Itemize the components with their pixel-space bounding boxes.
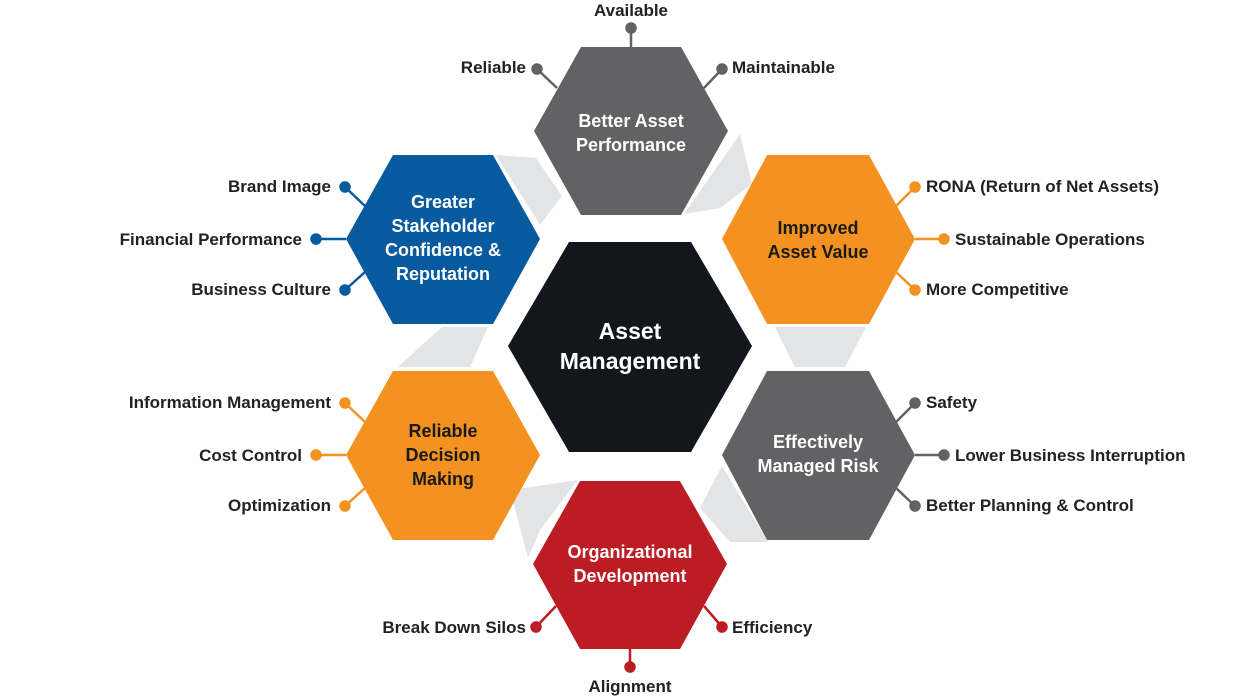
title-line: Making [411,469,474,489]
bullet-dot [339,500,351,512]
label-better-planning-control: Better Planning & Control [926,496,1134,515]
label-efficiency: Efficiency [732,618,813,637]
label-business-culture: Business Culture [191,280,331,299]
value-connectors [895,181,950,296]
risk-connectors [895,397,950,512]
connector-decision-stakeholder [398,327,488,367]
hexagon-reliable-decision-making [346,371,540,540]
connector-value-risk [775,327,866,367]
title-line: Managed Risk [757,456,879,476]
bullet-dot [938,449,950,461]
title-line: Effectively [772,432,864,452]
label-optimization: Optimization [228,496,331,515]
label-cost-control: Cost Control [199,446,302,465]
bullet-dot [909,181,921,193]
bullet-dot [530,621,542,633]
bullet-dot [339,284,351,296]
title-line: Decision [405,445,481,465]
title-line: Organizational [567,542,693,562]
title-line: Asset Value [767,242,869,262]
bullet-dot [909,284,921,296]
title-line: Better Asset [578,111,684,131]
decision-connectors [310,397,366,512]
center-title-line: Asset [598,318,662,344]
label-available: Available [593,1,669,20]
bullet-dot [716,63,728,75]
development-connectors [530,605,728,673]
label-more-competitive: More Competitive [926,280,1069,299]
title-line: Confidence & [384,240,501,260]
bullet-dot [625,22,637,34]
label-sustainable-operations: Sustainable Operations [955,230,1145,249]
label-maintainable: Maintainable [732,58,835,77]
hexagon-organizational-development [533,481,727,649]
connector-performance-value [684,134,752,214]
bullet-dot [909,397,921,409]
performance-connectors [531,22,728,89]
center-hexagon [508,242,752,452]
label-information-management: Information Management [128,393,331,412]
title-line: Performance [575,135,687,155]
hexagon-effectively-managed-risk [722,371,915,540]
bullet-dot [531,63,543,75]
bullet-dot [339,397,351,409]
label-safety: Safety [926,393,978,412]
label-reliable: Reliable [460,58,526,77]
hexagon-better-asset-performance [534,47,728,215]
connector-risk-development [700,466,768,542]
label-lower-business-interruption: Lower Business Interruption [955,446,1186,465]
title-line: Stakeholder [391,216,495,236]
hexagon-greater-stakeholder-confidence [346,155,540,324]
title-line: Development [573,566,687,586]
center-title-line: Management [559,348,701,374]
bullet-dot [909,500,921,512]
title-line: Greater [410,192,476,212]
title-line: Reputation [395,264,490,284]
bullet-dot [624,661,636,673]
label-brand-image: Brand Image [228,177,331,196]
title-line: Reliable [408,421,478,441]
bullet-dot [339,181,351,193]
label-financial-performance: Financial Performance [119,230,302,249]
label-alignment: Alignment [588,677,672,696]
bullet-dot [938,233,950,245]
connector-stakeholder-performance [496,155,562,225]
stakeholder-connectors [310,181,366,296]
title-line: Improved [777,218,859,238]
connector-development-decision [510,480,578,558]
label-rona: RONA (Return of Net Assets) [926,177,1159,196]
bullet-dot [310,233,322,245]
bullet-dot [716,621,728,633]
hexagon-improved-asset-value [722,155,915,324]
label-break-down-silos: Break Down Silos [382,618,526,637]
bullet-dot [310,449,322,461]
